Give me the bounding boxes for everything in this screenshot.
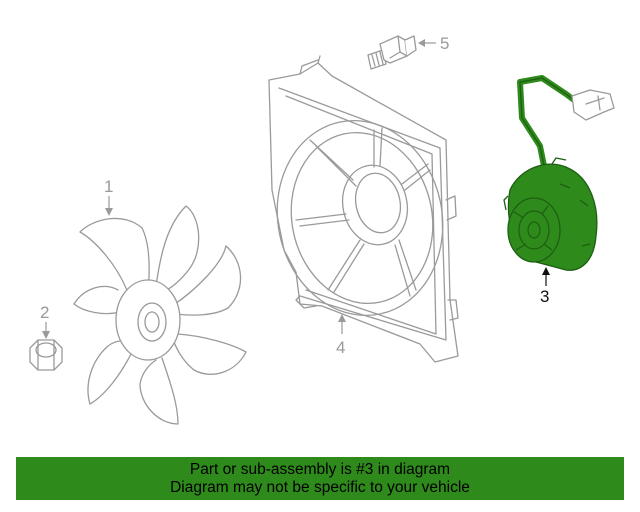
bolt-leader-arrow [418,39,425,47]
callout-5: 5 [440,34,449,53]
fan-shroud-part [268,55,459,363]
fan-motor-part [503,75,615,271]
bolt-part [367,35,417,70]
callout-1: 1 [104,177,113,196]
banner-line-2: Diagram may not be specific to your vehi… [170,479,470,496]
nut-part [29,339,63,371]
callout-4: 4 [336,338,345,357]
callout-2: 2 [40,303,49,322]
fan-leader-arrow [105,208,113,216]
info-banner: Part or sub-assembly is #3 in diagram Di… [16,457,624,500]
callout-3: 3 [540,287,549,306]
motor-leader-arrow [542,267,550,275]
fan-blade-part [73,205,247,425]
shroud-leader-arrow [338,314,346,322]
nut-leader-arrow [42,331,50,339]
banner-line-1: Part or sub-assembly is #3 in diagram [189,461,451,478]
